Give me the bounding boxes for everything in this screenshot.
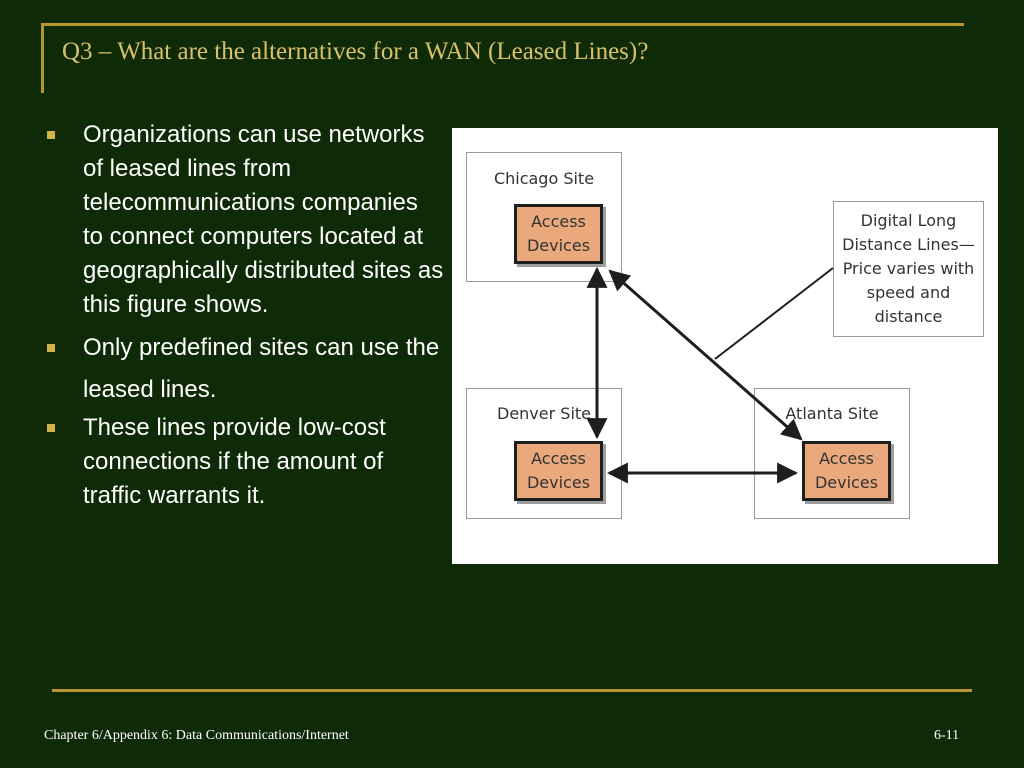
atlanta-device-label: Access Devices (814, 449, 879, 492)
footer-rule (52, 689, 972, 692)
bullet-text: Only predefined sites can use the leased… (83, 334, 440, 403)
bullet-marker-icon (47, 344, 55, 352)
chicago-atlanta-line (608, 269, 803, 441)
bullet-marker-icon (47, 424, 55, 432)
note-pointer-line (714, 267, 834, 360)
slide-title: Q3 – What are the alternatives for a WAN… (62, 38, 649, 65)
chicago-device-label: Access Devices (526, 212, 591, 255)
denver-device-label: Access Devices (526, 449, 591, 492)
atlanta-access-devices: Access Devices (802, 441, 891, 501)
footer-chapter: Chapter 6/Appendix 6: Data Communication… (44, 728, 349, 743)
atlanta-site-label: Atlanta Site (785, 404, 879, 423)
footer-page-number: 6-11 (934, 728, 960, 743)
bullet-list: Organizations can use networks of leased… (44, 118, 444, 522)
bullet-text: These lines provide low-cost connections… (83, 414, 386, 509)
bullet-item: Only predefined sites can use the leased… (44, 327, 444, 411)
chicago-site-label: Chicago Site (493, 169, 595, 188)
bullet-item: These lines provide low-cost connections… (44, 411, 444, 513)
denver-site-label: Denver Site (497, 404, 591, 423)
wan-diagram: Chicago Site Denver Site Atlanta Site Ac… (452, 128, 998, 564)
bullet-text: Organizations can use networks of leased… (83, 121, 444, 318)
leased-lines-note: Digital Long Distance Lines—Price varies… (833, 201, 984, 337)
leased-lines-note-text: Digital Long Distance Lines—Price varies… (842, 211, 975, 326)
chicago-access-devices: Access Devices (514, 204, 603, 264)
bullet-marker-icon (47, 131, 55, 139)
connection-lines (586, 266, 834, 484)
title-rule-vertical (41, 25, 44, 93)
denver-access-devices: Access Devices (514, 441, 603, 501)
title-rule-horizontal (41, 23, 964, 26)
bullet-item: Organizations can use networks of leased… (44, 118, 444, 322)
